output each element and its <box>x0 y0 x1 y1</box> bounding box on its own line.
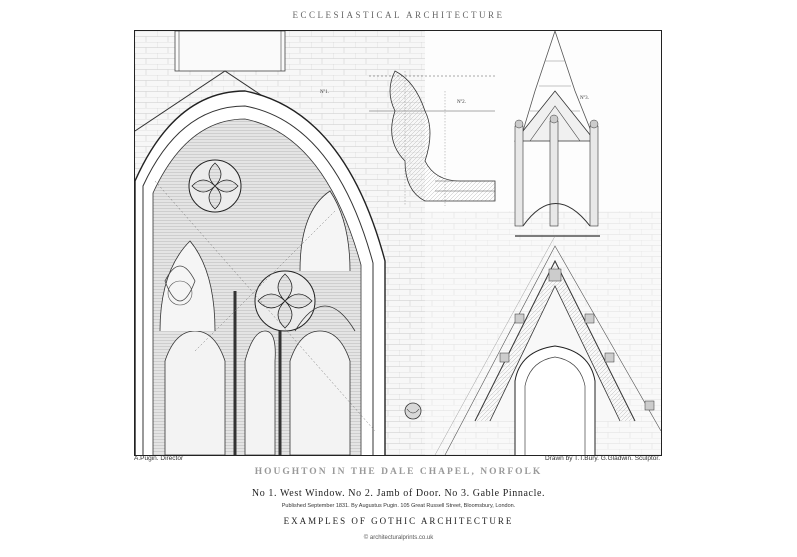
publication-line: Published September 1831. By Augustus Pu… <box>281 503 516 509</box>
gothic-engraving: Nº1. Nº2. Nº3. <box>135 31 661 455</box>
label-no1: Nº1. <box>320 89 329 95</box>
label-no3: Nº3. <box>580 95 589 101</box>
series-title: EXAMPLES OF GOTHIC ARCHITECTURE <box>283 516 514 526</box>
carved-head <box>404 402 422 420</box>
label-no2: Nº2. <box>457 99 466 105</box>
watermark-link[interactable]: © architecturalprints.co.uk <box>363 535 434 541</box>
door-jamb-no2 <box>369 70 496 206</box>
plate-subtitle: No 1. West Window. No 2. Jamb of Door. N… <box>251 488 546 499</box>
tower-top <box>174 31 286 72</box>
west-window-no1 <box>135 90 422 455</box>
credit-drawn-by: Drawn by T.T.Bury. G.Gladwin. Sculptor. <box>545 455 660 462</box>
plate-title: HOUGHTON IN THE DALE CHAPEL, NORFOLK <box>254 467 543 477</box>
engraving-plate: Nº1. Nº2. Nº3. <box>134 30 662 456</box>
gable-pinnacle-no3 <box>434 31 661 455</box>
header-title: ECCLESIASTICAL ARCHITECTURE <box>292 10 505 20</box>
credit-director: A.Pugin. Director <box>134 455 184 462</box>
